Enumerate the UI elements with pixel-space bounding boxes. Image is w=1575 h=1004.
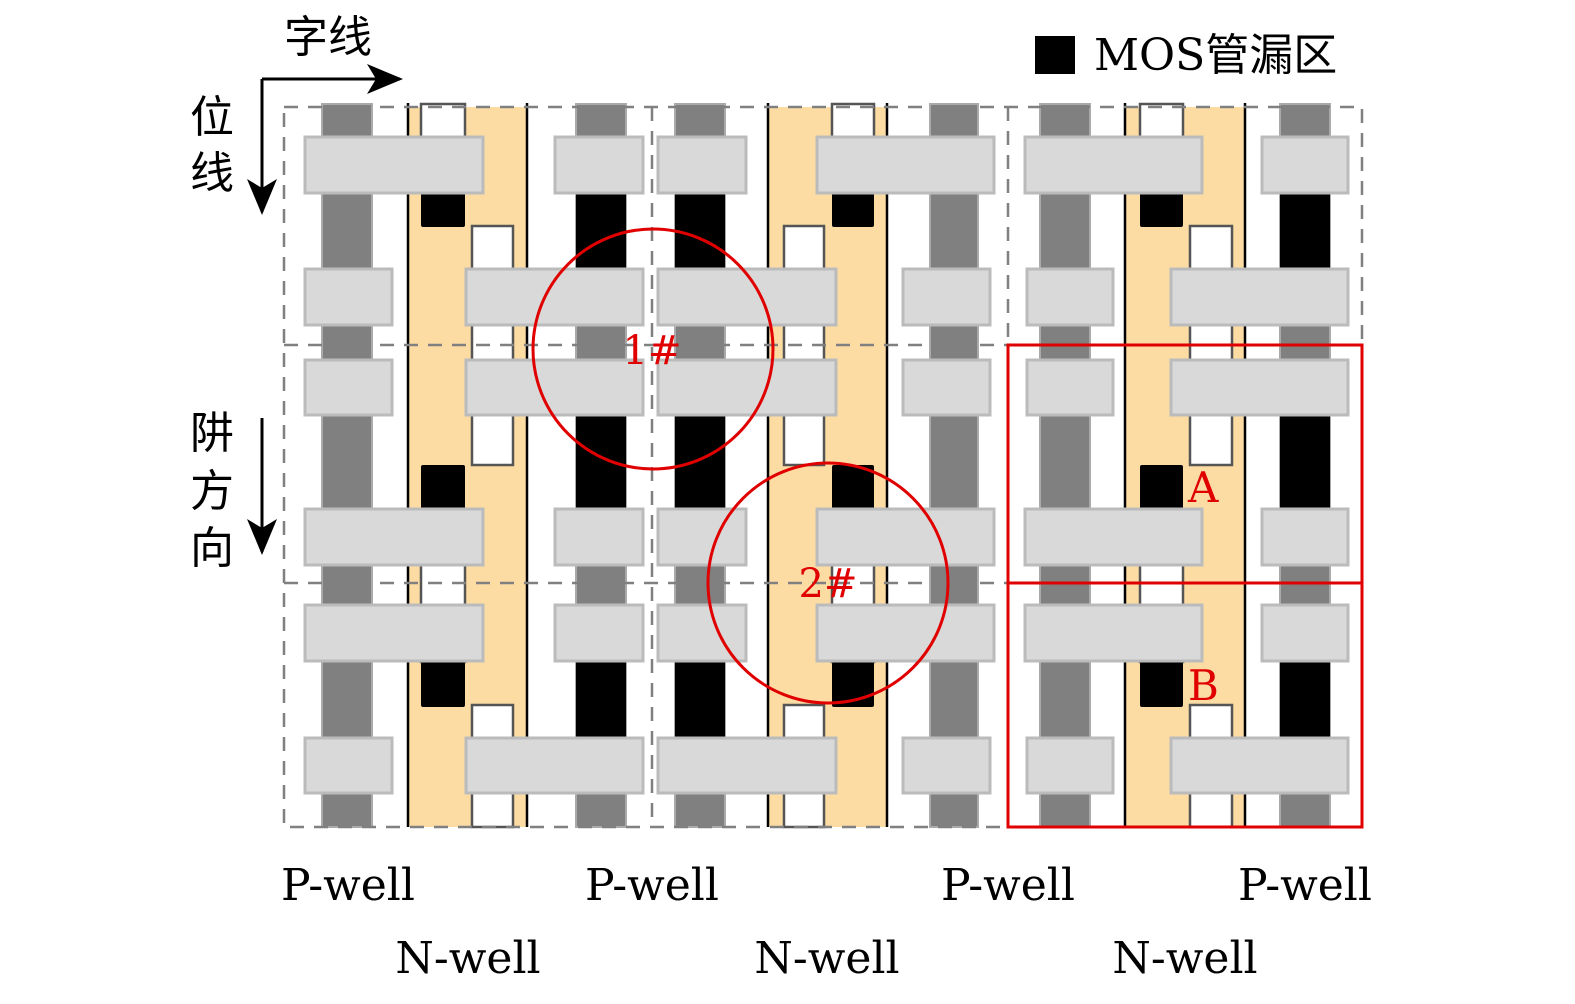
word-line-label: 字线 bbox=[284, 12, 372, 63]
point-b-label: B bbox=[1188, 661, 1219, 710]
poly-gate bbox=[656, 603, 748, 663]
poly-gate bbox=[303, 135, 485, 195]
poly-gate bbox=[1023, 135, 1204, 195]
poly-gate bbox=[901, 358, 992, 417]
circle-1-label: 1# bbox=[623, 328, 682, 374]
poly-gate bbox=[303, 736, 394, 795]
mos-drain-cell bbox=[832, 190, 874, 227]
mos-drain-cell bbox=[675, 660, 725, 738]
p-active-strip bbox=[929, 103, 979, 828]
poly-gate bbox=[1260, 507, 1350, 567]
highlight-circle-1 bbox=[531, 227, 775, 471]
poly-gate bbox=[303, 603, 485, 663]
n-active-region bbox=[419, 102, 467, 139]
mos-drain-cell bbox=[421, 662, 465, 707]
mos-drain-cell bbox=[1140, 465, 1183, 510]
poly-gate bbox=[656, 267, 838, 327]
poly-gate bbox=[1260, 135, 1350, 195]
n-active-region bbox=[830, 102, 876, 139]
p-well-label-3: P-well bbox=[941, 860, 1075, 911]
poly-gates bbox=[303, 135, 1350, 795]
poly-gate bbox=[1023, 603, 1204, 663]
well-direction-label-1: 阱 bbox=[190, 408, 234, 459]
legend-label: MOS管漏区 bbox=[1094, 30, 1337, 81]
poly-gate bbox=[303, 507, 485, 567]
bit-line-label-2: 线 bbox=[190, 148, 234, 199]
point-a-label: A bbox=[1187, 463, 1219, 512]
highlight-circle-2 bbox=[706, 461, 950, 705]
poly-gate bbox=[656, 135, 748, 195]
poly-gate bbox=[303, 358, 394, 417]
p-well-label-4: P-well bbox=[1238, 860, 1372, 911]
n-well-label-2: N-well bbox=[754, 933, 899, 984]
legend-swatch-icon bbox=[1035, 36, 1075, 74]
well-direction-label-3: 向 bbox=[190, 523, 234, 574]
n-well-label-1: N-well bbox=[395, 933, 540, 984]
poly-gate bbox=[815, 507, 996, 567]
p-active-strip bbox=[321, 103, 373, 828]
poly-gate bbox=[1025, 736, 1115, 795]
n-well-label-3: N-well bbox=[1112, 933, 1257, 984]
mos-drain-cell bbox=[1140, 190, 1183, 227]
n-well-regions bbox=[406, 103, 1247, 827]
poly-gate bbox=[901, 736, 992, 795]
poly-gate bbox=[464, 358, 645, 417]
poly-gate bbox=[303, 267, 394, 327]
highlight-marks bbox=[531, 227, 1364, 829]
poly-gate bbox=[656, 507, 748, 567]
mos-drain-cell bbox=[832, 465, 874, 510]
mos-drain-cell bbox=[675, 193, 725, 272]
p-well-label-1: P-well bbox=[281, 860, 415, 911]
mos-drain-cell bbox=[1280, 660, 1330, 738]
poly-gate bbox=[553, 603, 645, 663]
mos-drain-cell bbox=[675, 413, 725, 510]
poly-gate bbox=[1169, 736, 1350, 795]
poly-gate bbox=[1169, 267, 1350, 327]
mos-drain-cell bbox=[1140, 662, 1183, 707]
poly-gate bbox=[1260, 603, 1350, 663]
poly-gate bbox=[1025, 358, 1115, 417]
poly-gate bbox=[815, 603, 996, 663]
mos-drain-cell bbox=[421, 190, 465, 227]
well-direction-label-2: 方 bbox=[190, 466, 234, 517]
mos-drain-cell bbox=[576, 413, 626, 510]
poly-gate bbox=[815, 135, 996, 195]
poly-gate bbox=[553, 507, 645, 567]
mos-drain-cell bbox=[421, 465, 465, 510]
mos-drain-cell bbox=[576, 193, 626, 272]
poly-gate bbox=[1025, 267, 1115, 327]
mos-drain-cell bbox=[1280, 413, 1330, 510]
poly-gate bbox=[464, 736, 645, 795]
poly-gate bbox=[1023, 507, 1204, 567]
cell-array-boundary bbox=[282, 105, 1364, 829]
poly-gate bbox=[553, 135, 645, 195]
p-active-strip bbox=[1039, 103, 1091, 828]
highlight-cell-box bbox=[1006, 343, 1364, 829]
poly-gate bbox=[656, 358, 838, 417]
p-well-label-2: P-well bbox=[585, 860, 719, 911]
mos-drain-cell bbox=[1280, 193, 1330, 272]
mos-drain-cell bbox=[832, 662, 874, 707]
poly-gate bbox=[464, 267, 645, 327]
n-active-region bbox=[1138, 102, 1185, 139]
bit-line-label-1: 位 bbox=[190, 92, 234, 143]
mos-drain-cell bbox=[576, 660, 626, 738]
circle-2-label: 2# bbox=[799, 561, 858, 607]
poly-gate bbox=[1169, 358, 1350, 417]
poly-gate bbox=[901, 267, 992, 327]
poly-gate bbox=[656, 736, 838, 795]
